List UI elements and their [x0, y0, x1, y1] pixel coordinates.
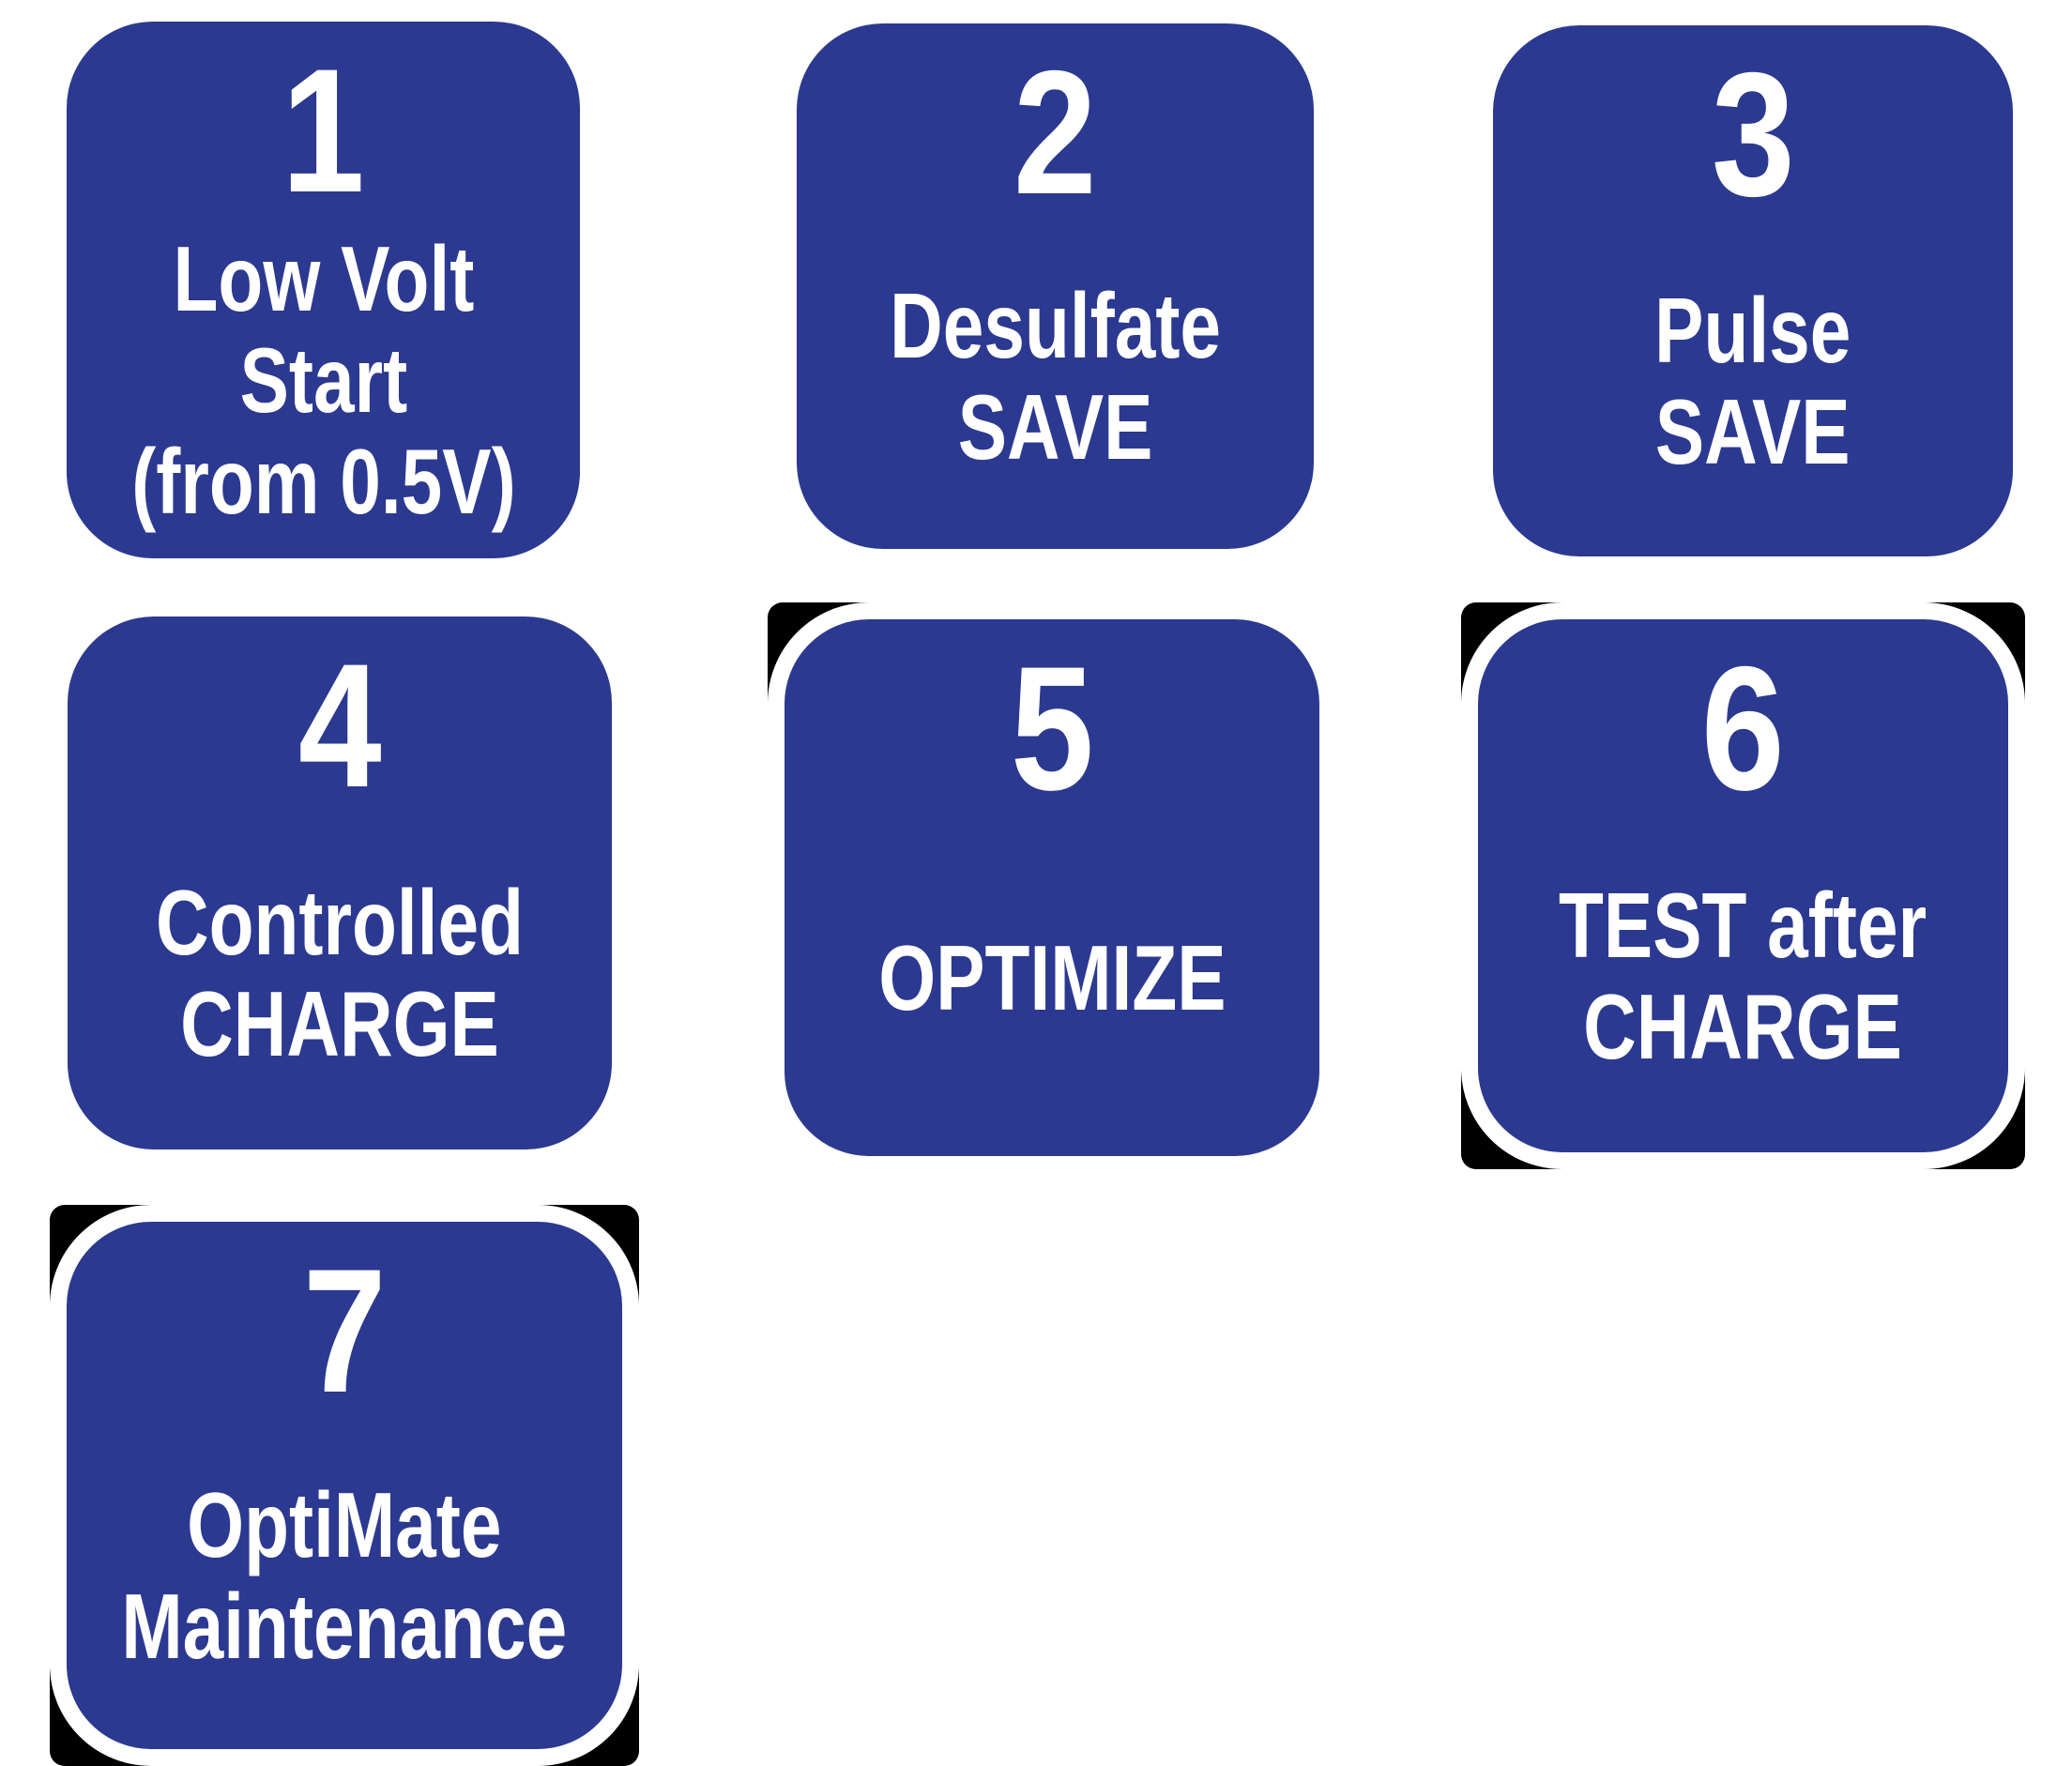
step-label-line: Maintenance: [121, 1575, 568, 1678]
step-label: OPTIMIZE: [835, 816, 1270, 1156]
step-number: 1: [282, 32, 365, 229]
step-label-line: CHARGE: [180, 972, 499, 1075]
step-number: 5: [1010, 630, 1094, 827]
step-label-line: Controlled: [156, 871, 524, 975]
step-label-line: TEST after: [1559, 874, 1927, 978]
step-label-line: SAVE: [957, 375, 1153, 479]
step-label-line: Low Volt: [173, 227, 474, 331]
step-tile-5: 5 OPTIMIZE: [768, 602, 1336, 1173]
step-label-line: (from 0.5V): [130, 429, 516, 533]
step-label-line: SAVE: [1655, 380, 1851, 483]
step-number: 2: [1013, 34, 1097, 231]
step-number: 3: [1711, 36, 1795, 233]
step-number: 7: [302, 1232, 387, 1429]
step-label-line: Start: [239, 328, 407, 433]
step-label-line: Pulse: [1654, 279, 1851, 383]
step-number: 6: [1701, 630, 1785, 827]
step-label-line: CHARGE: [1583, 975, 1903, 1078]
step-number: 4: [297, 627, 382, 824]
step-label-line: Desulfate: [890, 274, 1221, 378]
step-label-line: OPTIMIZE: [877, 926, 1226, 1030]
step-label-line: OptiMate: [187, 1473, 502, 1577]
